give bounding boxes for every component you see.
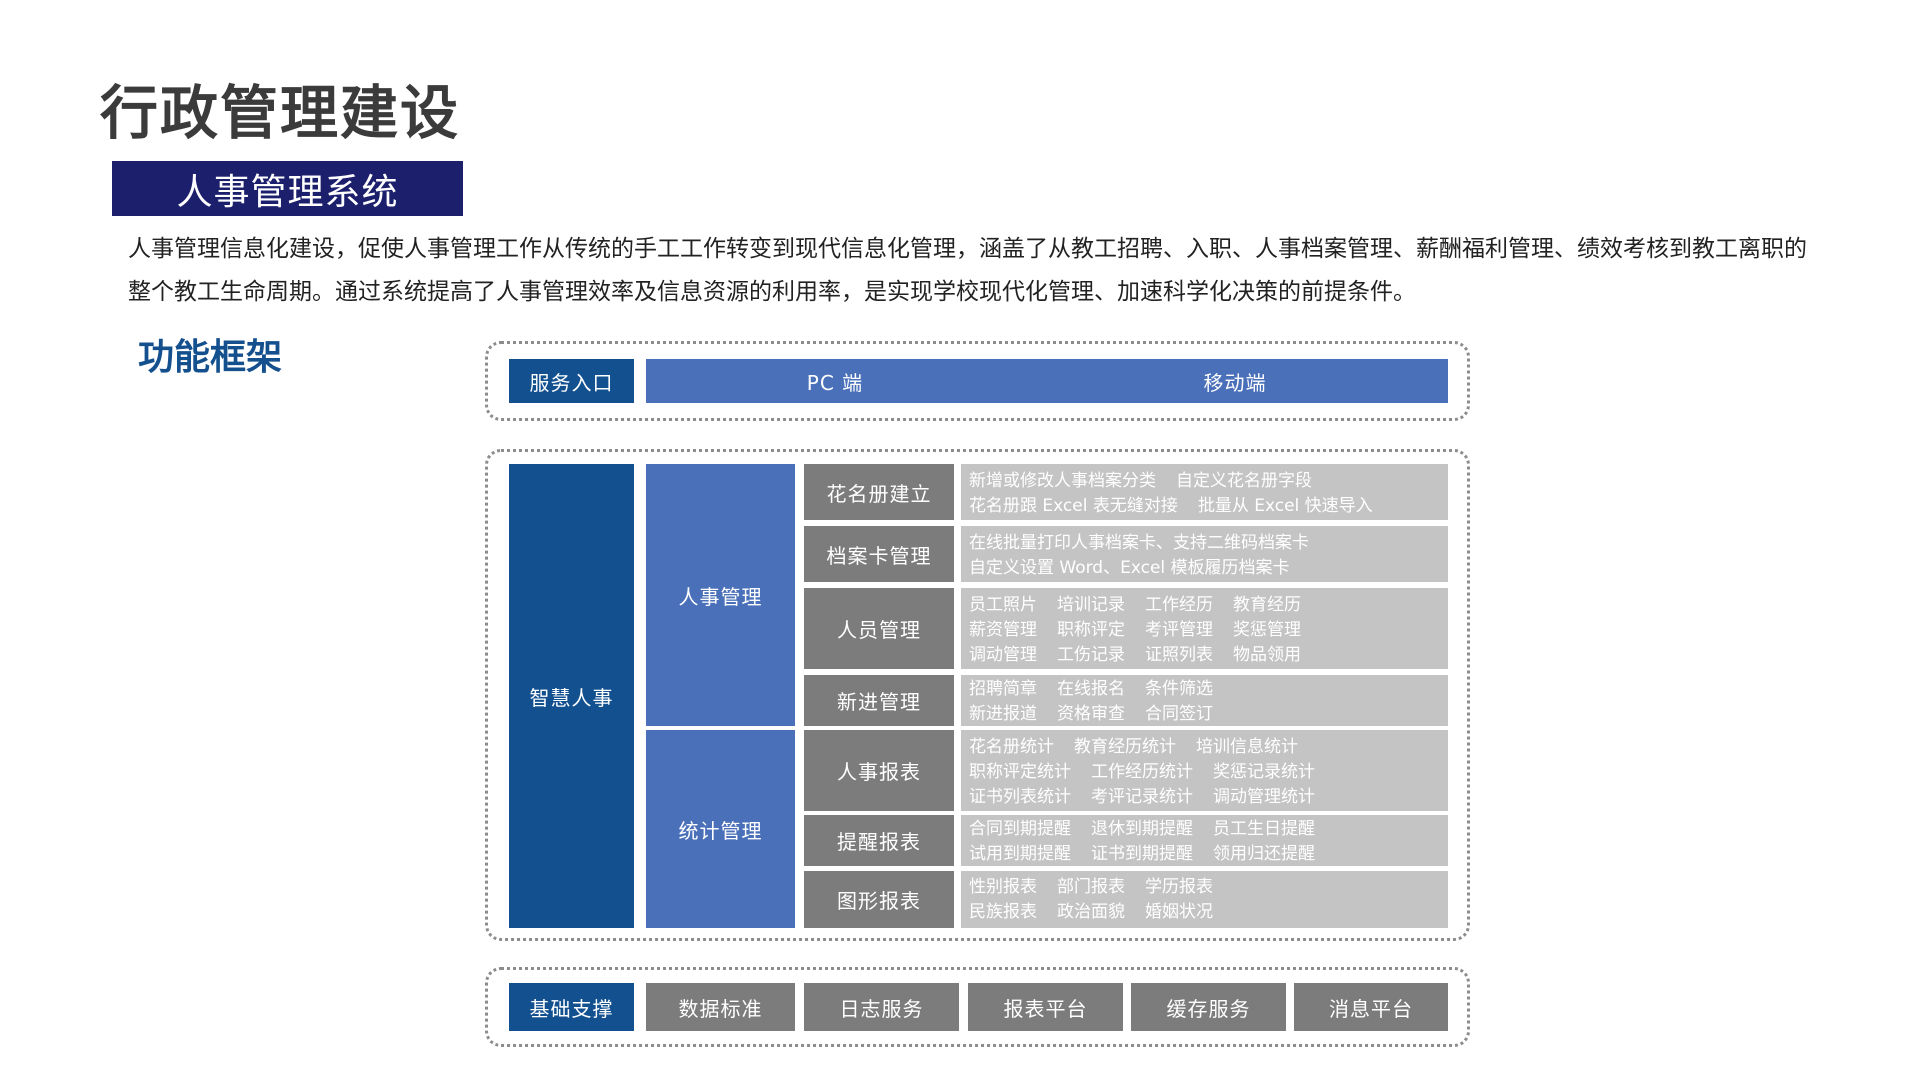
detail-item: 培训信息统计 [1196,737,1298,757]
subtitle-banner: 人事管理系统 [112,161,463,216]
core-label: 智慧人事 [509,464,634,928]
module-reminder-report-details: 合同到期提醒退休到期提醒员工生日提醒 试用到期提醒证书到期提醒领用归还提醒 [961,815,1448,866]
page-title: 行政管理建设 [100,79,461,147]
detail-item: 考评记录统计 [1091,787,1193,807]
group-hr-management: 人事管理 [646,464,795,726]
detail-item: 性别报表 [969,877,1037,897]
detail-item: 资格审查 [1057,704,1125,724]
foundation-message-platform: 消息平台 [1294,983,1448,1031]
detail-item: 奖惩管理 [1233,620,1301,640]
detail-item: 员工生日提醒 [1213,819,1315,839]
channel-mobile: 移动端 [1203,370,1267,395]
detail-item: 合同签订 [1145,704,1213,724]
module-file-card: 档案卡管理 [804,526,954,582]
module-staff: 人员管理 [804,588,954,669]
detail-item: 职称评定统计 [969,762,1071,782]
detail-item: 培训记录 [1057,595,1125,615]
module-reminder-report: 提醒报表 [804,815,954,866]
group-statistics: 统计管理 [646,730,795,928]
detail-item: 花名册跟 Excel 表无缝对接 [969,496,1178,516]
detail-item: 条件筛选 [1145,679,1213,699]
service-entry-label: 服务入口 [509,359,634,403]
detail-item: 领用归还提醒 [1213,844,1315,864]
detail-item: 教育经历 [1233,595,1301,615]
detail-item: 奖惩记录统计 [1213,762,1315,782]
detail-item: 批量从 Excel 快速导入 [1197,496,1373,516]
module-new-hire-details: 招聘简章在线报名条件筛选 新进报道资格审查合同签订 [961,675,1448,726]
detail-item: 工伤记录 [1057,645,1125,665]
detail-item: 试用到期提醒 [969,844,1071,864]
detail-item: 自定义花名册字段 [1176,471,1312,491]
intro-paragraph: 人事管理信息化建设，促使人事管理工作从传统的手工工作转变到现代信息化管理，涵盖了… [128,236,1807,305]
module-file-card-details: 在线批量打印人事档案卡、支持二维码档案卡 自定义设置 Word、Excel 模板… [961,526,1448,582]
detail-item: 招聘简章 [969,679,1037,699]
detail-item: 花名册统计 [969,737,1054,757]
detail-item: 合同到期提醒 [969,819,1071,839]
detail-item: 部门报表 [1057,877,1125,897]
detail-item: 证照列表 [1145,645,1213,665]
detail-item: 调动管理 [969,645,1037,665]
detail-item: 考评管理 [1145,620,1213,640]
detail-item: 物品领用 [1233,645,1301,665]
detail-item: 在线报名 [1057,679,1125,699]
foundation-data-standard: 数据标准 [646,983,795,1031]
detail-item: 员工照片 [969,595,1037,615]
module-roster: 花名册建立 [804,464,954,520]
detail-item: 薪资管理 [969,620,1037,640]
module-graphic-report: 图形报表 [804,871,954,928]
module-graphic-report-details: 性别报表部门报表学历报表 民族报表政治面貌婚姻状况 [961,871,1448,928]
detail-item: 自定义设置 Word、Excel 模板履历档案卡 [969,558,1290,578]
foundation-frame [485,967,1470,1047]
foundation-report-platform: 报表平台 [968,983,1123,1031]
detail-item: 职称评定 [1057,620,1125,640]
section-heading: 功能框架 [138,337,283,378]
detail-item: 婚姻状况 [1145,902,1213,922]
foundation-cache-service: 缓存服务 [1131,983,1286,1031]
module-new-hire: 新进管理 [804,675,954,726]
detail-item: 教育经历统计 [1074,737,1176,757]
detail-item: 在线批量打印人事档案卡、支持二维码档案卡 [969,533,1309,553]
detail-item: 新进报道 [969,704,1037,724]
detail-item: 证书列表统计 [969,787,1071,807]
service-entry-frame [485,341,1470,421]
channel-pc: PC 端 [806,370,864,395]
detail-item: 调动管理统计 [1213,787,1315,807]
detail-item: 退休到期提醒 [1091,819,1193,839]
detail-item: 民族报表 [969,902,1037,922]
core-frame [485,449,1470,941]
detail-item: 学历报表 [1145,877,1213,897]
module-roster-details: 新增或修改人事档案分类自定义花名册字段 花名册跟 Excel 表无缝对接批量从 … [961,464,1448,520]
detail-item: 政治面貌 [1057,902,1125,922]
detail-item: 工作经历统计 [1091,762,1193,782]
foundation-label: 基础支撑 [509,983,634,1031]
foundation-log-service: 日志服务 [804,983,959,1031]
detail-item: 证书到期提醒 [1091,844,1193,864]
module-hr-report-details: 花名册统计教育经历统计培训信息统计 职称评定统计工作经历统计奖惩记录统计 证书列… [961,730,1448,811]
detail-item: 新增或修改人事档案分类 [969,471,1156,491]
detail-item: 工作经历 [1145,595,1213,615]
channels-bar [646,359,1448,403]
module-hr-report: 人事报表 [804,730,954,811]
module-staff-details: 员工照片培训记录工作经历教育经历 薪资管理职称评定考评管理奖惩管理 调动管理工伤… [961,588,1448,669]
